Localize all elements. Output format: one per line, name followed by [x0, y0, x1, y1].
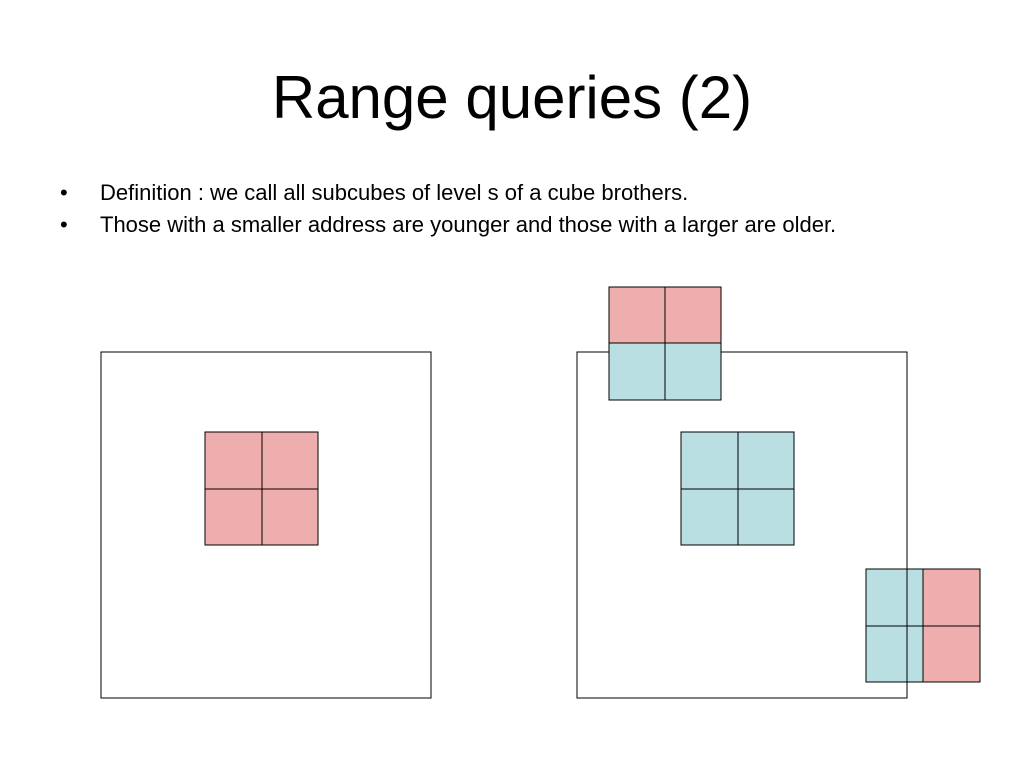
left-diagram	[100, 351, 432, 699]
center-blue-subcube	[680, 431, 795, 546]
bullet-item: • Those with a smaller address are young…	[60, 212, 940, 237]
subcube-cell	[664, 286, 722, 344]
subcube-cell	[865, 568, 924, 627]
subcube-cell	[204, 488, 263, 546]
subcube-cell	[922, 568, 981, 627]
slide-title: Range queries (2)	[271, 64, 753, 131]
bullet-text: Definition : we call all subcubes of lev…	[100, 180, 689, 205]
bullet-marker: •	[60, 180, 68, 205]
subcube-cell	[737, 488, 795, 546]
subcube-cell	[922, 625, 981, 683]
top-straddling-subcube	[608, 286, 722, 401]
left-inner-subcube	[204, 431, 319, 546]
subcube-cell	[261, 488, 319, 546]
bullet-marker: •	[60, 212, 68, 237]
subcube-cell	[865, 625, 924, 683]
subcube-cell	[261, 431, 319, 490]
bullet-item: • Definition : we call all subcubes of l…	[60, 180, 940, 205]
bullet-text: Those with a smaller address are younger…	[100, 212, 837, 237]
right-diagram	[576, 286, 981, 699]
subcube-cell	[664, 342, 722, 401]
subcube-cell	[680, 431, 739, 490]
subcube-cell	[204, 431, 263, 490]
right-straddling-subcube	[865, 568, 981, 683]
left-outer-cube	[100, 351, 432, 699]
subcube-cell	[608, 286, 666, 344]
subcube-cell	[680, 488, 739, 546]
subcube-cell	[608, 342, 666, 401]
subcube-cell	[737, 431, 795, 490]
right-outer-cube	[576, 351, 908, 699]
bullet-list: • Definition : we call all subcubes of l…	[60, 180, 940, 244]
